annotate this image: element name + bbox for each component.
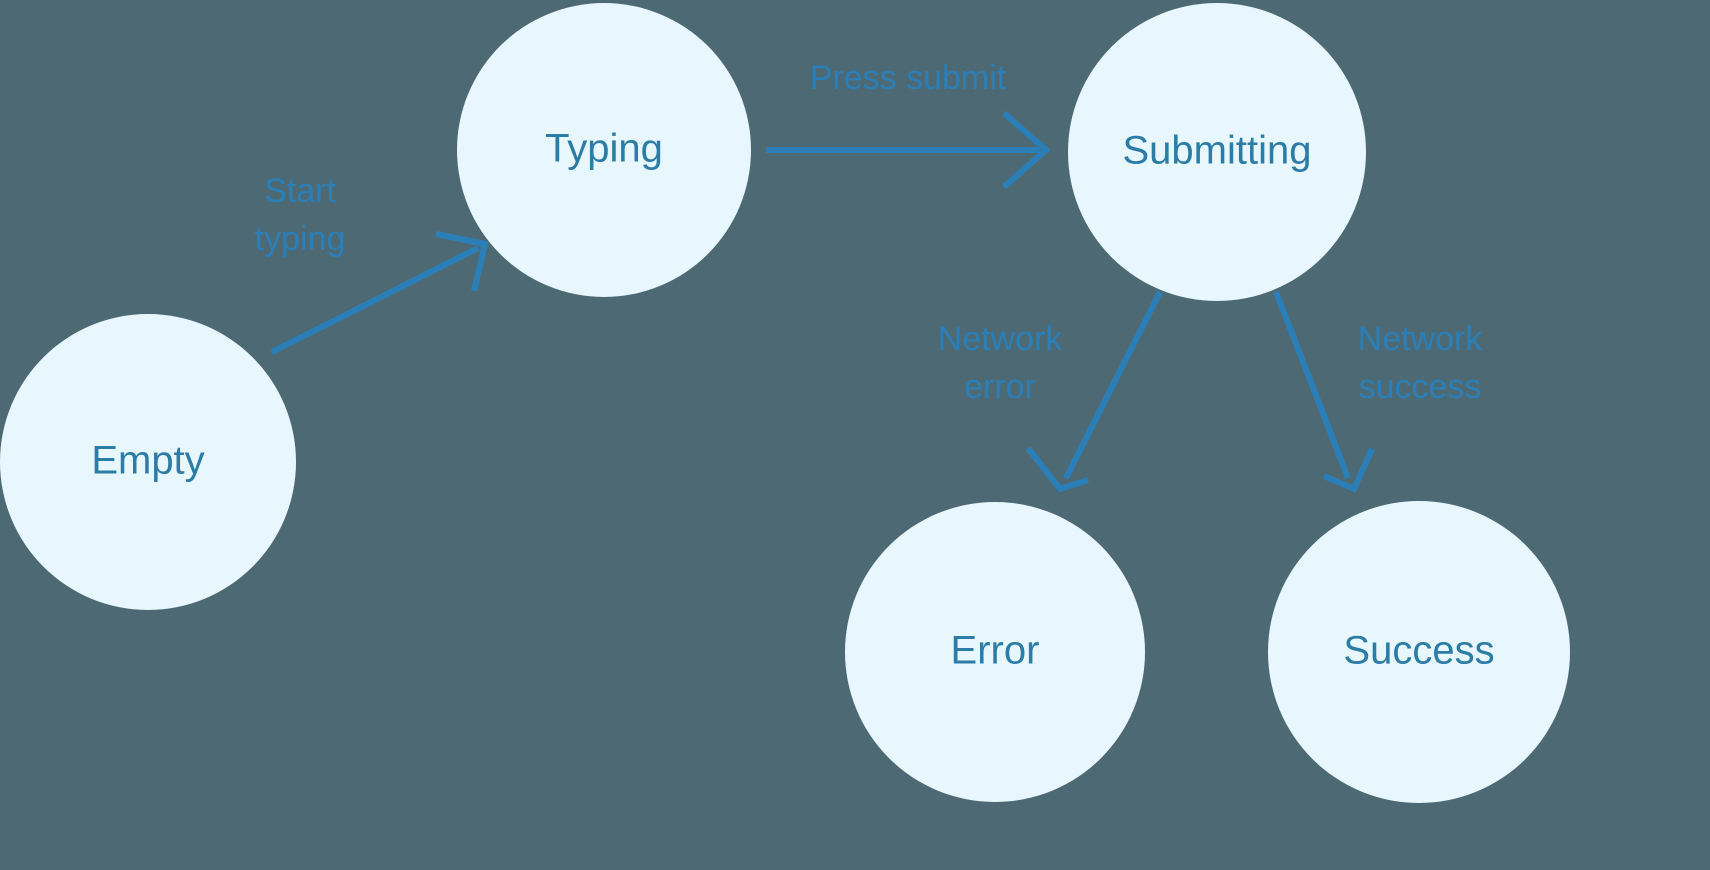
node-error-label: Error [951,629,1040,673]
node-error[interactable]: Error [845,502,1145,802]
node-empty[interactable]: Empty [0,314,296,610]
edge-empty-to-typing-label-line-1: Start [264,172,336,210]
edge-empty-to-typing-arrowhead [435,231,489,292]
node-error-circle[interactable] [845,502,1145,802]
edge-submitting-to-success-label-line-2: success [1359,368,1482,406]
node-typing-label: Typing [545,127,663,171]
node-submitting-circle[interactable] [1068,3,1366,301]
node-typing-circle[interactable] [457,3,751,297]
edge-submitting-to-error-line [1063,290,1163,480]
edge-empty-to-typing-line [270,245,480,355]
edge-typing-to-submitting-arrowhead [1002,110,1051,190]
edge-submitting-to-success-line [1273,290,1351,480]
edge-submitting-to-success-label-line-1: Network [1358,320,1484,358]
edge-submitting-to-success-arrowhead [1322,447,1375,493]
node-empty-label: Empty [91,439,204,483]
edge-submitting-to-success: Network success [1273,290,1484,493]
edge-submitting-to-error-arrowhead [1025,446,1089,493]
node-submitting[interactable]: Submitting [1068,3,1366,301]
node-typing[interactable]: Typing [457,3,751,297]
node-success-label: Success [1343,629,1494,673]
node-success-circle[interactable] [1268,501,1570,803]
node-empty-circle[interactable] [0,314,296,610]
edge-typing-to-submitting-label: Press submit [810,59,1007,97]
edge-submitting-to-error-label-line-2: error [964,368,1036,406]
edge-submitting-to-error-label-line-1: Network [938,320,1064,358]
edge-typing-to-submitting: Press submit [766,59,1051,190]
edge-empty-to-typing-label-line-2: typing [255,220,346,258]
edge-empty-to-typing: Start typing [255,172,489,355]
node-submitting-label: Submitting [1123,129,1312,173]
node-success[interactable]: Success [1268,501,1570,803]
edge-submitting-to-error: Network error [938,290,1163,493]
